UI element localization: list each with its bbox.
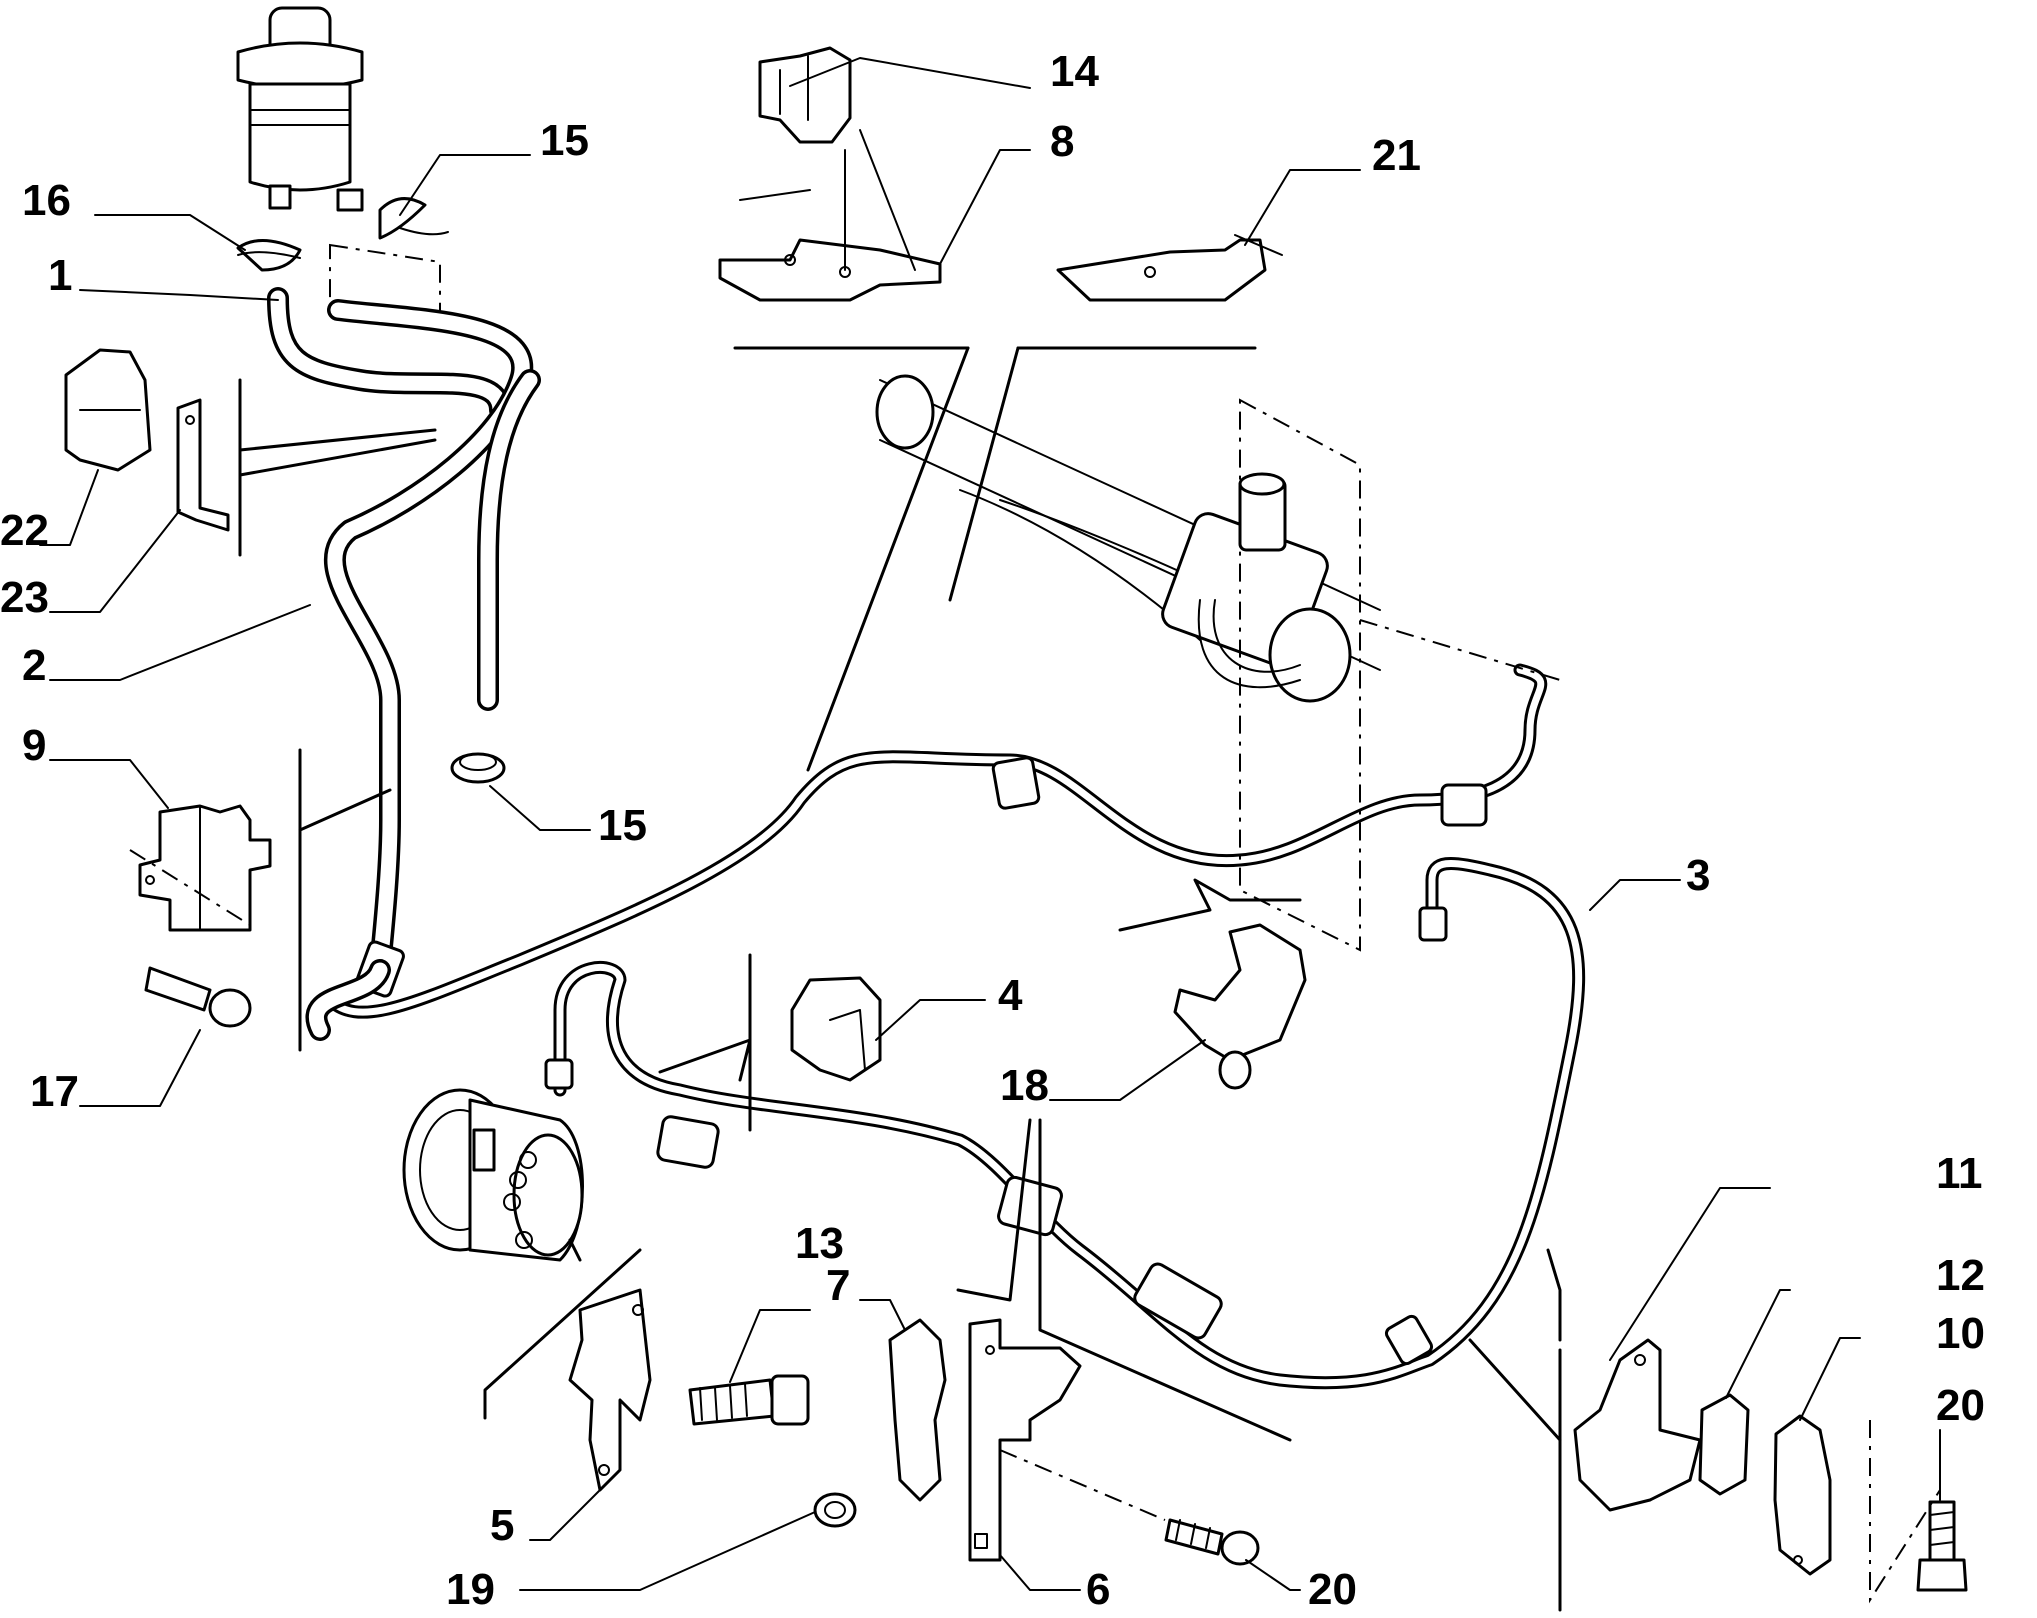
hose-clamp-15-top <box>378 197 449 240</box>
callout-2: 2 <box>22 641 46 690</box>
pressure-pipe-3 <box>544 856 1586 1390</box>
callout-20-bottom: 20 <box>1308 1565 1357 1614</box>
ref-tick-5 <box>568 1238 582 1262</box>
callout-19: 19 <box>446 1565 495 1614</box>
bracket-5 <box>568 1288 652 1492</box>
callout-labels: 14 8 21 15 16 1 22 23 2 9 17 15 3 4 18 1… <box>0 47 1985 1614</box>
frame-rack <box>1239 398 1361 952</box>
bracket-6 <box>968 1318 1082 1562</box>
callout-1: 1 <box>48 251 72 300</box>
callout-8: 8 <box>1050 117 1074 166</box>
bracket-8 <box>718 129 942 302</box>
bracket-23 <box>176 398 230 532</box>
ref-pointer-2 <box>238 438 437 477</box>
callout-11: 11 <box>1936 1149 1983 1198</box>
callout-5: 5 <box>490 1501 514 1550</box>
frame-20-bottom <box>999 1449 1166 1521</box>
steering-rack <box>875 374 1381 703</box>
callout-4: 4 <box>998 971 1023 1020</box>
callout-21: 21 <box>1372 131 1421 180</box>
callout-6: 6 <box>1086 1565 1110 1614</box>
cover-22 <box>64 348 152 472</box>
bolt-13 <box>688 1374 810 1426</box>
ref-line-d <box>948 346 1020 602</box>
callout-12: 12 <box>1936 1251 1985 1300</box>
callout-15-mid: 15 <box>598 801 647 850</box>
hose-2-end <box>305 959 391 1041</box>
hose-2 <box>324 299 534 981</box>
bolt-17 <box>144 966 252 1028</box>
clip-7 <box>888 1318 947 1502</box>
bracket-11 <box>1573 1338 1702 1512</box>
ref-line-6b <box>1038 1118 1292 1442</box>
callout-22: 22 <box>0 506 49 555</box>
ref-pointer-left <box>298 788 392 832</box>
callout-15-top: 15 <box>540 116 589 165</box>
bracket-9 <box>138 804 272 932</box>
callout-18: 18 <box>1000 1061 1049 1110</box>
callout-7: 7 <box>826 1261 850 1310</box>
frame-rack-ext <box>1359 619 1561 681</box>
pressure-pipe-upper <box>323 663 1548 1019</box>
bolt-20-right <box>1916 1500 1968 1592</box>
callout-10: 10 <box>1936 1309 1985 1358</box>
return-hose <box>477 369 541 711</box>
bracket-21 <box>1056 234 1283 302</box>
leader-tick-8 <box>739 189 811 201</box>
ref-line-5 <box>483 1248 642 1420</box>
ref-line-6a <box>956 1118 1032 1302</box>
callout-13: 13 <box>795 1219 844 1268</box>
ref-tick-right <box>1546 1248 1562 1342</box>
clip-4 <box>790 976 882 1082</box>
frame-20-right <box>1869 1420 1941 1604</box>
callout-14: 14 <box>1050 47 1099 96</box>
screw-20-bottom <box>1164 1518 1260 1566</box>
leader-lines <box>39 57 1941 1591</box>
clip-18 <box>1173 923 1307 1090</box>
clip-14 <box>758 46 852 144</box>
callout-9: 9 <box>22 721 46 770</box>
ref-line-18 <box>1118 878 1302 932</box>
ref-pointer-1 <box>238 428 437 452</box>
clip-12 <box>1698 1393 1750 1496</box>
hose-1 <box>267 287 511 421</box>
ref-pointer-right <box>1468 1338 1562 1442</box>
ref-pointer-4 <box>658 1038 752 1082</box>
callout-17: 17 <box>30 1067 79 1116</box>
frame-9 <box>129 849 251 926</box>
callout-16: 16 <box>22 176 71 225</box>
hose-clamp-16 <box>236 238 302 272</box>
ref-line-c <box>806 346 970 772</box>
callout-3: 3 <box>1686 851 1710 900</box>
power-steering-pump <box>402 1088 584 1262</box>
bracket-10 <box>1773 1414 1832 1576</box>
callout-23: 23 <box>0 573 49 622</box>
nut-19 <box>813 1492 857 1528</box>
hose-clamp-15-mid <box>450 752 506 784</box>
fluid-reservoir <box>236 6 364 212</box>
callout-20-right: 20 <box>1936 1381 1985 1430</box>
